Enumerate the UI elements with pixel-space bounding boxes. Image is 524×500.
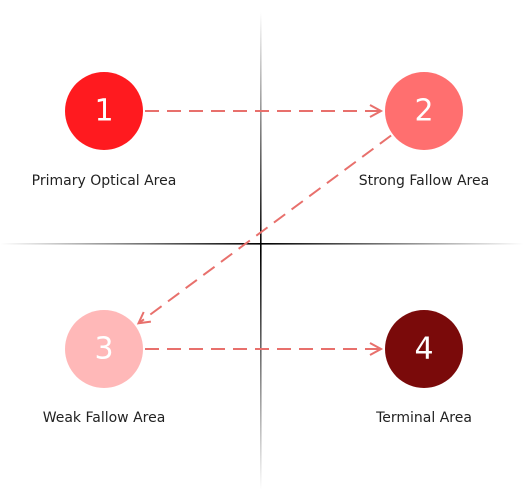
- node-strong-fallow-area: 2 Strong Fallow Area: [359, 72, 489, 189]
- node-terminal-area: 4 Terminal Area: [375, 310, 472, 426]
- node-number: 2: [414, 94, 433, 129]
- arrow-head-3-to-4: [369, 342, 384, 356]
- arrow-2-to-3: [137, 134, 392, 325]
- flow-arrows: [136, 104, 392, 356]
- arrow-head-2-to-3: [136, 311, 152, 325]
- node-number: 3: [94, 332, 113, 367]
- node-label: Primary Optical Area: [32, 173, 177, 189]
- node-circle: [385, 72, 463, 150]
- node-label: Weak Fallow Area: [43, 410, 166, 426]
- node-number: 1: [94, 94, 113, 129]
- node-circle: [385, 310, 463, 388]
- node-primary-optical-area: 1 Primary Optical Area: [32, 72, 177, 189]
- horizontal-axis: [0, 243, 524, 245]
- arrow-head-1-to-2: [369, 104, 384, 118]
- node-circle: [65, 310, 143, 388]
- vertical-axis: [260, 12, 262, 490]
- node-weak-fallow-area: 3 Weak Fallow Area: [43, 310, 166, 426]
- node-circle: [65, 72, 143, 150]
- node-number: 4: [414, 332, 433, 367]
- node-label: Terminal Area: [375, 410, 472, 426]
- node-label: Strong Fallow Area: [359, 173, 489, 189]
